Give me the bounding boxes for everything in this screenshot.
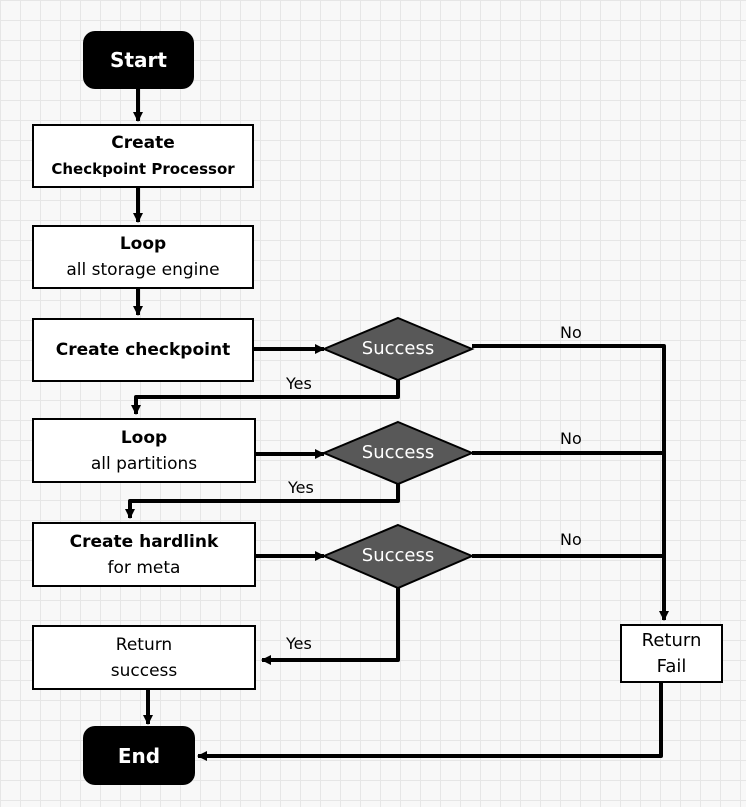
decision-diamond-1: [321, 316, 475, 382]
create-hardlink-line1: Create hardlink: [69, 531, 219, 552]
edge-label-no-2: No: [560, 429, 582, 448]
create-hardlink-box: Create hardlink for meta: [32, 522, 256, 587]
decision-1-label: Success: [361, 338, 435, 359]
loop-engines-line2: all storage engine: [66, 260, 220, 280]
edge-label-yes-1: Yes: [286, 374, 312, 393]
create-processor-box: Create Checkpoint Processor: [32, 124, 254, 188]
edge-label-no-1: No: [560, 323, 582, 342]
create-hardlink-line2: for meta: [107, 557, 181, 578]
start-terminal: Start: [83, 31, 194, 89]
loop-partitions-line1: Loop: [120, 427, 168, 448]
create-checkpoint-box: Create checkpoint: [32, 318, 254, 382]
edge-decision-1-no: [472, 344, 669, 621]
edge-decision-2-yes: [125, 484, 400, 519]
return-success-box: Return success: [32, 625, 256, 690]
decision-3-label: Success: [361, 545, 435, 566]
create-processor-line1: Create: [111, 133, 175, 153]
loop-partitions-box: Loop all partitions: [32, 418, 256, 483]
return-fail-box: Return Fail: [620, 624, 723, 683]
end-label: End: [117, 743, 161, 768]
decision-2-label: Success: [361, 442, 435, 463]
end-terminal: End: [83, 726, 195, 785]
loop-partitions-line2: all partitions: [90, 453, 198, 474]
create-checkpoint-label: Create checkpoint: [55, 340, 231, 360]
decision-diamond-3: [321, 523, 475, 590]
edge-fail-to-end: [197, 683, 663, 761]
return-success-line1: Return: [115, 634, 173, 655]
edge-decision-1-yes: [131, 380, 400, 415]
edge-label-yes-2: Yes: [288, 478, 314, 497]
edge-label-yes-3: Yes: [286, 634, 312, 653]
return-success-line2: success: [110, 660, 178, 681]
start-label: Start: [110, 48, 167, 72]
loop-engines-line1: Loop: [119, 234, 167, 254]
return-fail-line1: Return: [641, 629, 702, 651]
create-processor-line2: Checkpoint Processor: [51, 160, 235, 178]
edge-decision-3-yes: [261, 588, 400, 665]
decision-diamond-2: [321, 420, 475, 486]
edge-label-no-3: No: [560, 530, 582, 549]
return-fail-line2: Fail: [656, 655, 687, 677]
loop-engines-box: Loop all storage engine: [32, 225, 254, 289]
